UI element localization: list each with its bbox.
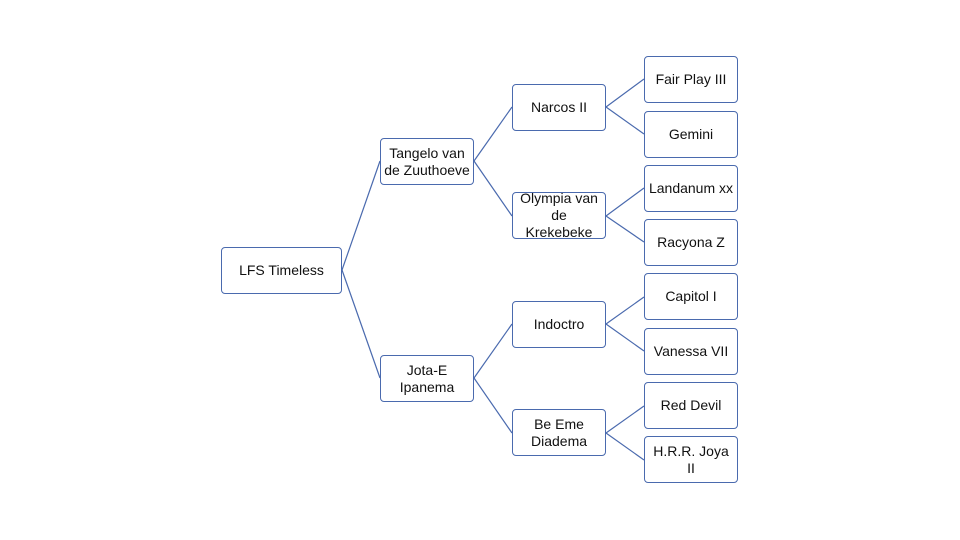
node-gen3-4: Racyona Z [644,219,738,266]
connector-dd-ddd [605,432,645,461]
node-dam-sire: Indoctro [512,301,606,348]
node-gen3-7-label: Red Devil [660,397,722,413]
node-sire-label: Tangelo van de Zuuthoeve [384,144,470,178]
node-gen3-1-label: Fair Play III [655,71,727,87]
node-sire: Tangelo van de Zuuthoeve [380,138,474,185]
node-gen3-3-label: Landanum xx [648,180,734,196]
connector-dam-ds [473,323,513,379]
node-gen3-3: Landanum xx [644,165,738,212]
connector-dd-dds [605,405,645,434]
connector-ss-sss [605,78,645,108]
connector-dam-dd [473,377,513,434]
connector-sd-sdd [605,215,645,243]
connector-sd-sds [605,187,645,217]
node-sire-dam: Olympia van de Krekebeke [512,190,606,240]
node-sire-dam-label: Olympia van de Krekebeke [520,190,598,240]
node-dam-sire-label: Indoctro [533,316,585,332]
node-gen3-7: Red Devil [644,382,738,429]
node-gen3-5: Capitol I [644,273,738,320]
node-gen3-8-label: H.R.R. Joya II [653,442,729,476]
node-dam-dam: Be Eme Diadema [512,409,606,456]
connector-root-sire [341,160,381,271]
node-gen3-5-label: Capitol I [665,288,717,304]
node-dam: Jota-E Ipanema [380,355,474,402]
node-gen3-2-label: Gemini [668,126,714,142]
node-gen3-2: Gemini [644,111,738,158]
node-gen3-6: Vanessa VII [644,328,738,375]
node-root-label: LFS Timeless [239,262,324,278]
connector-ds-dsd [605,323,645,352]
node-gen3-8: H.R.R. Joya II [644,436,738,483]
node-sire-sire: Narcos II [512,84,606,131]
node-gen3-1: Fair Play III [644,56,738,103]
node-gen3-4-label: Racyona Z [657,234,725,250]
node-sire-sire-label: Narcos II [530,99,587,115]
connector-sire-sd [473,160,513,217]
node-root: LFS Timeless [221,247,342,294]
node-gen3-6-label: Vanessa VII [653,343,729,359]
node-dam-label: Jota-E Ipanema [399,361,455,395]
connector-root-dam [341,269,381,379]
node-dam-dam-label: Be Eme Diadema [530,415,588,449]
connector-ds-dss [605,296,645,325]
connector-ss-ssd [605,106,645,135]
connector-sire-ss [473,106,513,162]
